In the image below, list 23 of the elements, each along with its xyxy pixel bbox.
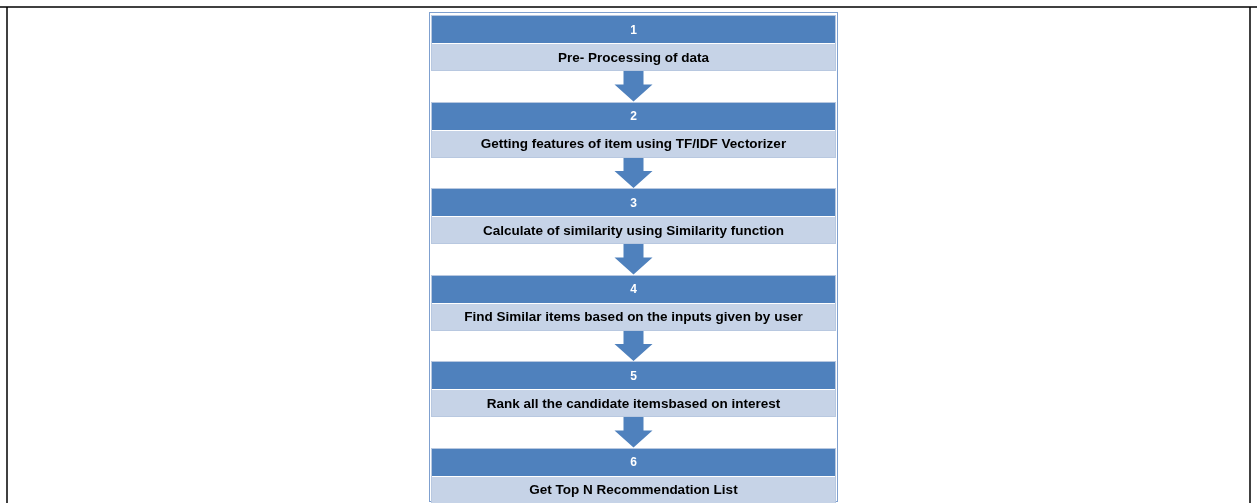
block-arrow — [614, 157, 653, 188]
block-arrow — [614, 330, 653, 361]
step-label: Calculate of similarity using Similarity function — [432, 217, 835, 243]
step-number: 3 — [432, 189, 835, 217]
step-label: Getting features of item using TF/IDF Vectorizer — [432, 130, 835, 157]
step-label: Find Similar items based on the inputs given by user — [432, 303, 835, 330]
step-box — [431, 274, 836, 331]
step-number: 1 — [432, 16, 835, 44]
step-box — [431, 361, 836, 417]
step-box — [431, 101, 836, 158]
step-box — [431, 447, 836, 503]
step-number: 6 — [432, 448, 835, 477]
step-label: Get Top N Recommendation List — [432, 476, 835, 503]
block-arrow — [614, 71, 653, 102]
step-box — [431, 15, 836, 71]
step-label: Pre- Processing of data — [432, 44, 835, 70]
step-box — [431, 188, 836, 244]
step-number: 4 — [432, 275, 835, 304]
step-number: 2 — [432, 102, 835, 131]
step-label: Rank all the candidate itemsbased on interest — [432, 390, 835, 416]
step-number: 5 — [432, 362, 835, 390]
block-arrow — [614, 417, 653, 448]
block-arrow — [614, 244, 653, 275]
